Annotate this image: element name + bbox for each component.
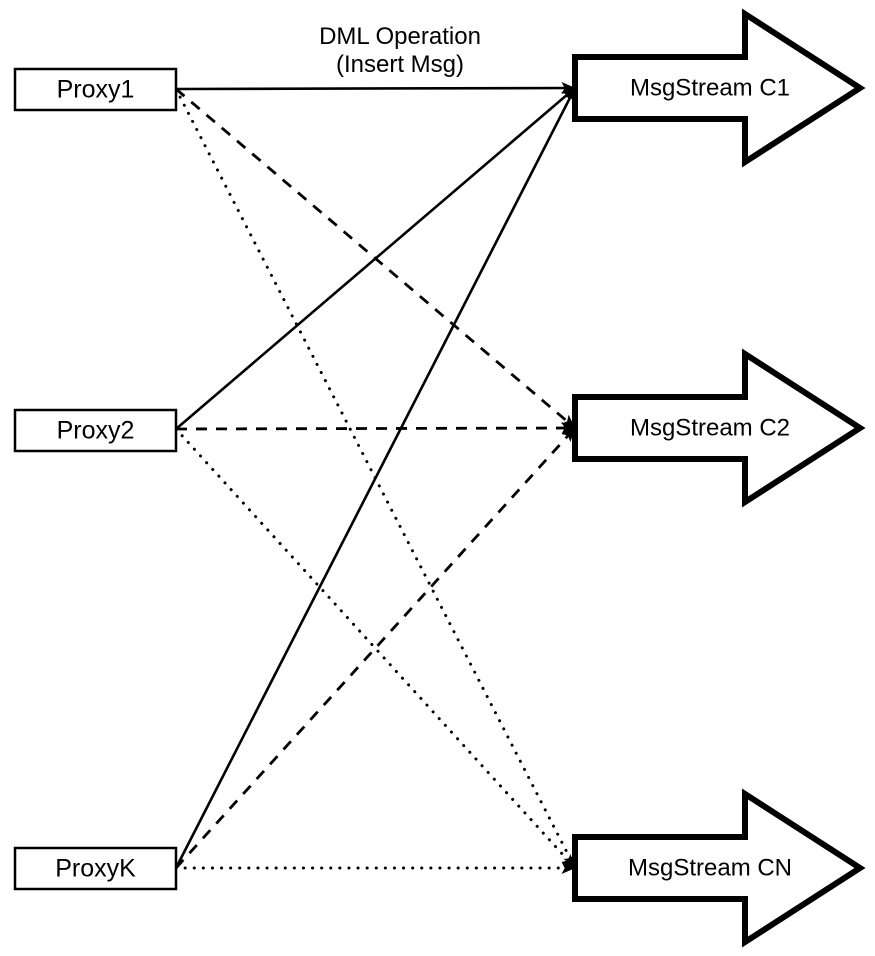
edge-proxyk-to-c1 bbox=[174, 87, 577, 869]
proxy-node-proxy2[interactable]: Proxy2 bbox=[13, 408, 178, 453]
edge-proxy2-to-cn bbox=[174, 427, 577, 870]
msgstream-cn-block-arrow-icon[interactable] bbox=[572, 788, 866, 948]
edge-proxyk-to-c2 bbox=[174, 427, 577, 869]
edge-group-proxyk bbox=[174, 87, 577, 874]
proxy2-box[interactable] bbox=[13, 408, 178, 453]
edge-proxy2-to-c2 bbox=[175, 422, 576, 435]
edge-proxy1-to-c1 bbox=[175, 82, 576, 95]
msgstream-cn-label: MsgStream CN bbox=[628, 854, 792, 881]
proxy1-label: Proxy1 bbox=[57, 76, 135, 104]
msgstream-node-c2[interactable]: MsgStream C2 bbox=[572, 348, 866, 508]
msgstream-c2-block-arrow-icon[interactable] bbox=[572, 348, 866, 508]
proxyk-label: ProxyK bbox=[55, 855, 136, 883]
msgstream-node-c1[interactable]: MsgStream C1 bbox=[572, 8, 866, 168]
proxy1-box[interactable] bbox=[13, 67, 178, 112]
proxy-node-proxy1[interactable]: Proxy1 bbox=[13, 67, 178, 112]
edge-proxy2-to-c1 bbox=[175, 87, 576, 430]
msgstream-c2-label: MsgStream C2 bbox=[630, 414, 790, 441]
dml-operation-annotation: DML Operation (Insert Msg) bbox=[319, 23, 481, 78]
msgstream-c1-label: MsgStream C1 bbox=[630, 74, 790, 101]
msgstream-c1-block-arrow-icon[interactable] bbox=[572, 8, 866, 168]
edge-group-proxy2 bbox=[174, 87, 577, 870]
proxyk-box[interactable] bbox=[13, 846, 178, 891]
proxy2-label: Proxy2 bbox=[57, 417, 135, 445]
dml-operation-line1: DML Operation bbox=[319, 23, 481, 50]
proxy-node-proxyk[interactable]: ProxyK bbox=[13, 846, 178, 891]
dml-operation-line2: (Insert Msg) bbox=[336, 51, 464, 78]
msgstream-node-cn[interactable]: MsgStream CN bbox=[572, 788, 866, 948]
